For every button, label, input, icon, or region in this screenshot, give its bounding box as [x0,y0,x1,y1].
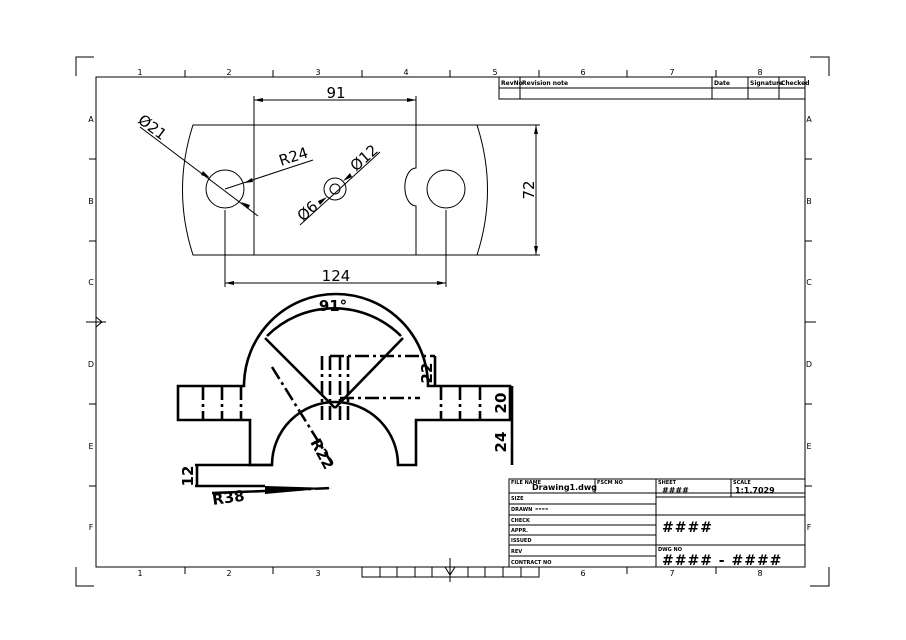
drawn-value: ---- [535,504,548,513]
column-labels-top: 1 2 3 4 5 6 7 8 [137,68,762,77]
dim-91: 91 [326,84,345,102]
bottom-ruler [361,558,540,582]
row-label: A [806,115,812,124]
col-label: 5 [492,68,497,77]
row-label: C [806,278,812,287]
col-label: 8 [757,68,762,77]
center-hole-outer [323,177,347,201]
row-labels-right: A B C D E F [806,115,812,532]
scale-label: SCALE [733,480,751,486]
sheet-value: #### [662,486,689,495]
col-label: 3 [315,569,320,578]
col-label: 1 [137,569,142,578]
dim-dia12: Ø12 [347,141,382,175]
top-view: 91 72 124 Ø21 R24 Ø12 Ø6 [135,84,540,287]
dim-22: 22 [418,363,436,384]
col-label: 4 [403,68,408,77]
dwg-no-value: #### - #### [662,553,782,569]
scale-value: 1:1.7029 [735,486,775,495]
title-block: FILE NAME Drawing1.dwg FSCM NO SHEET ###… [508,478,806,569]
revision-table: RevNo Revision note Date Signature Check… [498,76,810,100]
col-label: 2 [226,569,231,578]
row-label: A [88,115,94,124]
dim-r24: R24 [277,144,311,170]
col-label: 2 [226,68,231,77]
front-view-outline [176,292,512,467]
appr-label: APPR. [511,528,528,534]
col-label: 6 [580,68,585,77]
rev-header-checked: Checked [781,80,810,87]
dim-24: 24 [492,432,510,453]
col-label: 6 [580,569,585,578]
dim-angle-91: 91° [319,297,347,315]
rev-header-signature: Signature [750,80,783,87]
hole-left [205,169,245,209]
contract-label: CONTRACT NO [511,560,552,566]
rev-label: REV [511,549,522,555]
dim-20: 20 [492,393,510,414]
row-label: B [806,197,812,206]
dim-dia21: Ø21 [135,111,171,144]
col-label: 3 [315,68,320,77]
grid-ticks [86,70,816,575]
rev-header-note: Revision note [522,80,568,87]
column-labels-bottom: 1 2 3 6 7 8 [137,569,762,578]
col-label: 7 [669,569,674,578]
check-label: CHECK [511,518,531,524]
col-label: 1 [137,68,142,77]
col-label: 7 [669,68,674,77]
row-label: B [88,197,94,206]
row-label: C [88,278,94,287]
top-view-outline [182,124,488,256]
rev-header-revno: RevNo [501,80,523,87]
row-label: E [806,442,811,451]
dim-dia6: Ø6 [294,197,322,225]
col-label: 8 [757,569,762,578]
sheet-label: SHEET [658,480,677,486]
row-label: D [806,360,812,369]
drawn-label: DRAWN [511,507,532,513]
size-label: SIZE [511,496,524,502]
issued-label: ISSUED [511,538,531,544]
dim-124: 124 [322,267,351,285]
row-label: F [807,523,812,532]
fscm-label: FSCM NO [597,480,623,486]
row-label: F [89,523,94,532]
dwg-no-label: DWG NO [658,547,682,553]
dim-r22: R22 [306,435,337,472]
corner-marks [75,56,830,587]
row-label: E [88,442,93,451]
rev-header-date: Date [714,80,730,87]
dim-12: 12 [179,466,197,487]
file-name-value: Drawing1.dwg [532,483,597,492]
row-labels-left: A B C D E F [88,115,94,532]
file-name-label: FILE NAME [511,480,542,486]
dim-r38: R38 [211,487,246,509]
row-label: D [88,360,94,369]
dim-72: 72 [520,180,538,199]
front-view: 91° 22 20 24 R22 12 R38 [176,292,514,509]
hole-right [426,169,466,209]
title-value: #### [662,520,713,536]
